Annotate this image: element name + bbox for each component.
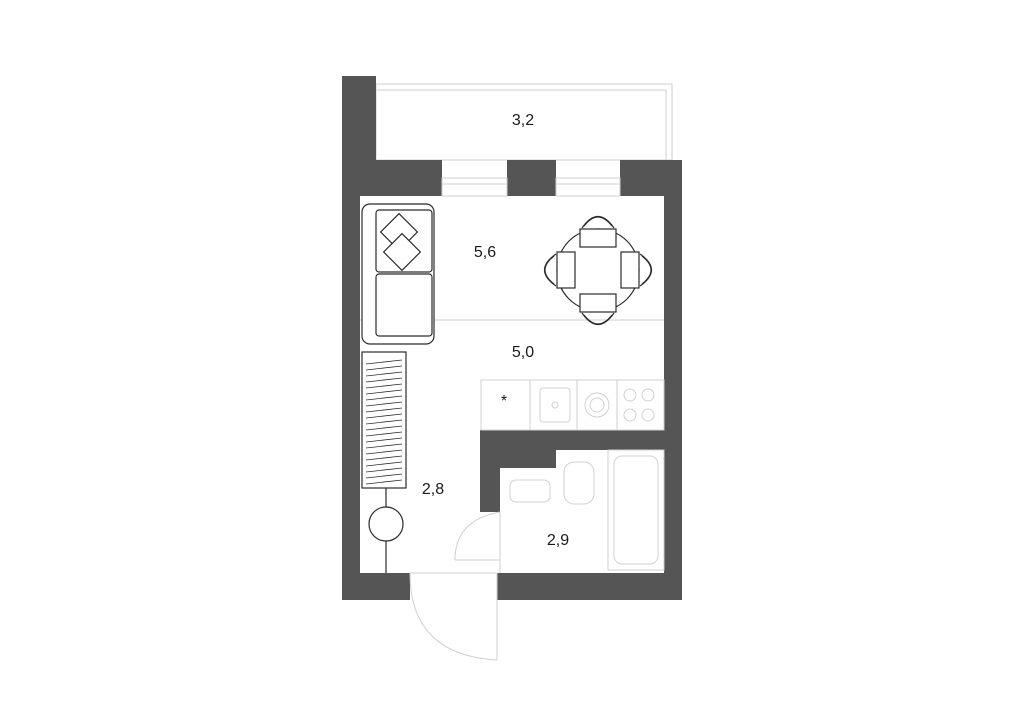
- wardrobe-hatch-line: [365, 419, 403, 425]
- wardrobe-hatch-line: [365, 401, 403, 407]
- wardrobe-hatch-line: [365, 395, 403, 401]
- wardrobe-hatch-line: [365, 425, 403, 431]
- wardrobe-hatch-line: [365, 479, 403, 485]
- wardrobe-hatch-line: [365, 467, 403, 473]
- wardrobe-hatch-line: [365, 431, 403, 437]
- living-area-label: 5,6: [474, 244, 496, 261]
- wardrobe-hatch-line: [365, 473, 403, 479]
- kitchen-marker: *: [501, 393, 507, 410]
- wardrobe-hatch-line: [365, 383, 403, 389]
- balcony-area-label: 3,2: [512, 112, 534, 129]
- wardrobe-hatch-line: [365, 359, 403, 365]
- hallway-area-label: 2,8: [422, 481, 444, 498]
- dining-table: [543, 215, 653, 326]
- wardrobe-hatch-line: [365, 371, 403, 377]
- wardrobe-hatch-line: [365, 449, 403, 455]
- wardrobe-hatch-line: [365, 461, 403, 467]
- kitchen-area-label: 5,0: [512, 344, 534, 361]
- wardrobe-hatch-line: [365, 437, 403, 443]
- wardrobe: [361, 351, 407, 489]
- wardrobe-hatch-line: [365, 377, 403, 383]
- wardrobe-hatch-line: [365, 443, 403, 449]
- bathroom-area-label: 2,9: [547, 532, 569, 549]
- entrance-door: [409, 572, 498, 661]
- wardrobe-hatch-line: [365, 365, 403, 371]
- wardrobe-hatch-line: [365, 413, 403, 419]
- sofa: [361, 203, 435, 345]
- wardrobe-hatch-line: [365, 407, 403, 413]
- bathroom-fixtures: [509, 449, 665, 571]
- windows: [441, 177, 621, 197]
- wardrobe-hatch-line: [365, 389, 403, 395]
- kitchen-counter: [480, 379, 665, 431]
- walls: [342, 76, 682, 600]
- wardrobe-hatch-line: [365, 455, 403, 461]
- boiler: [368, 488, 404, 573]
- bathroom-door: [454, 511, 501, 573]
